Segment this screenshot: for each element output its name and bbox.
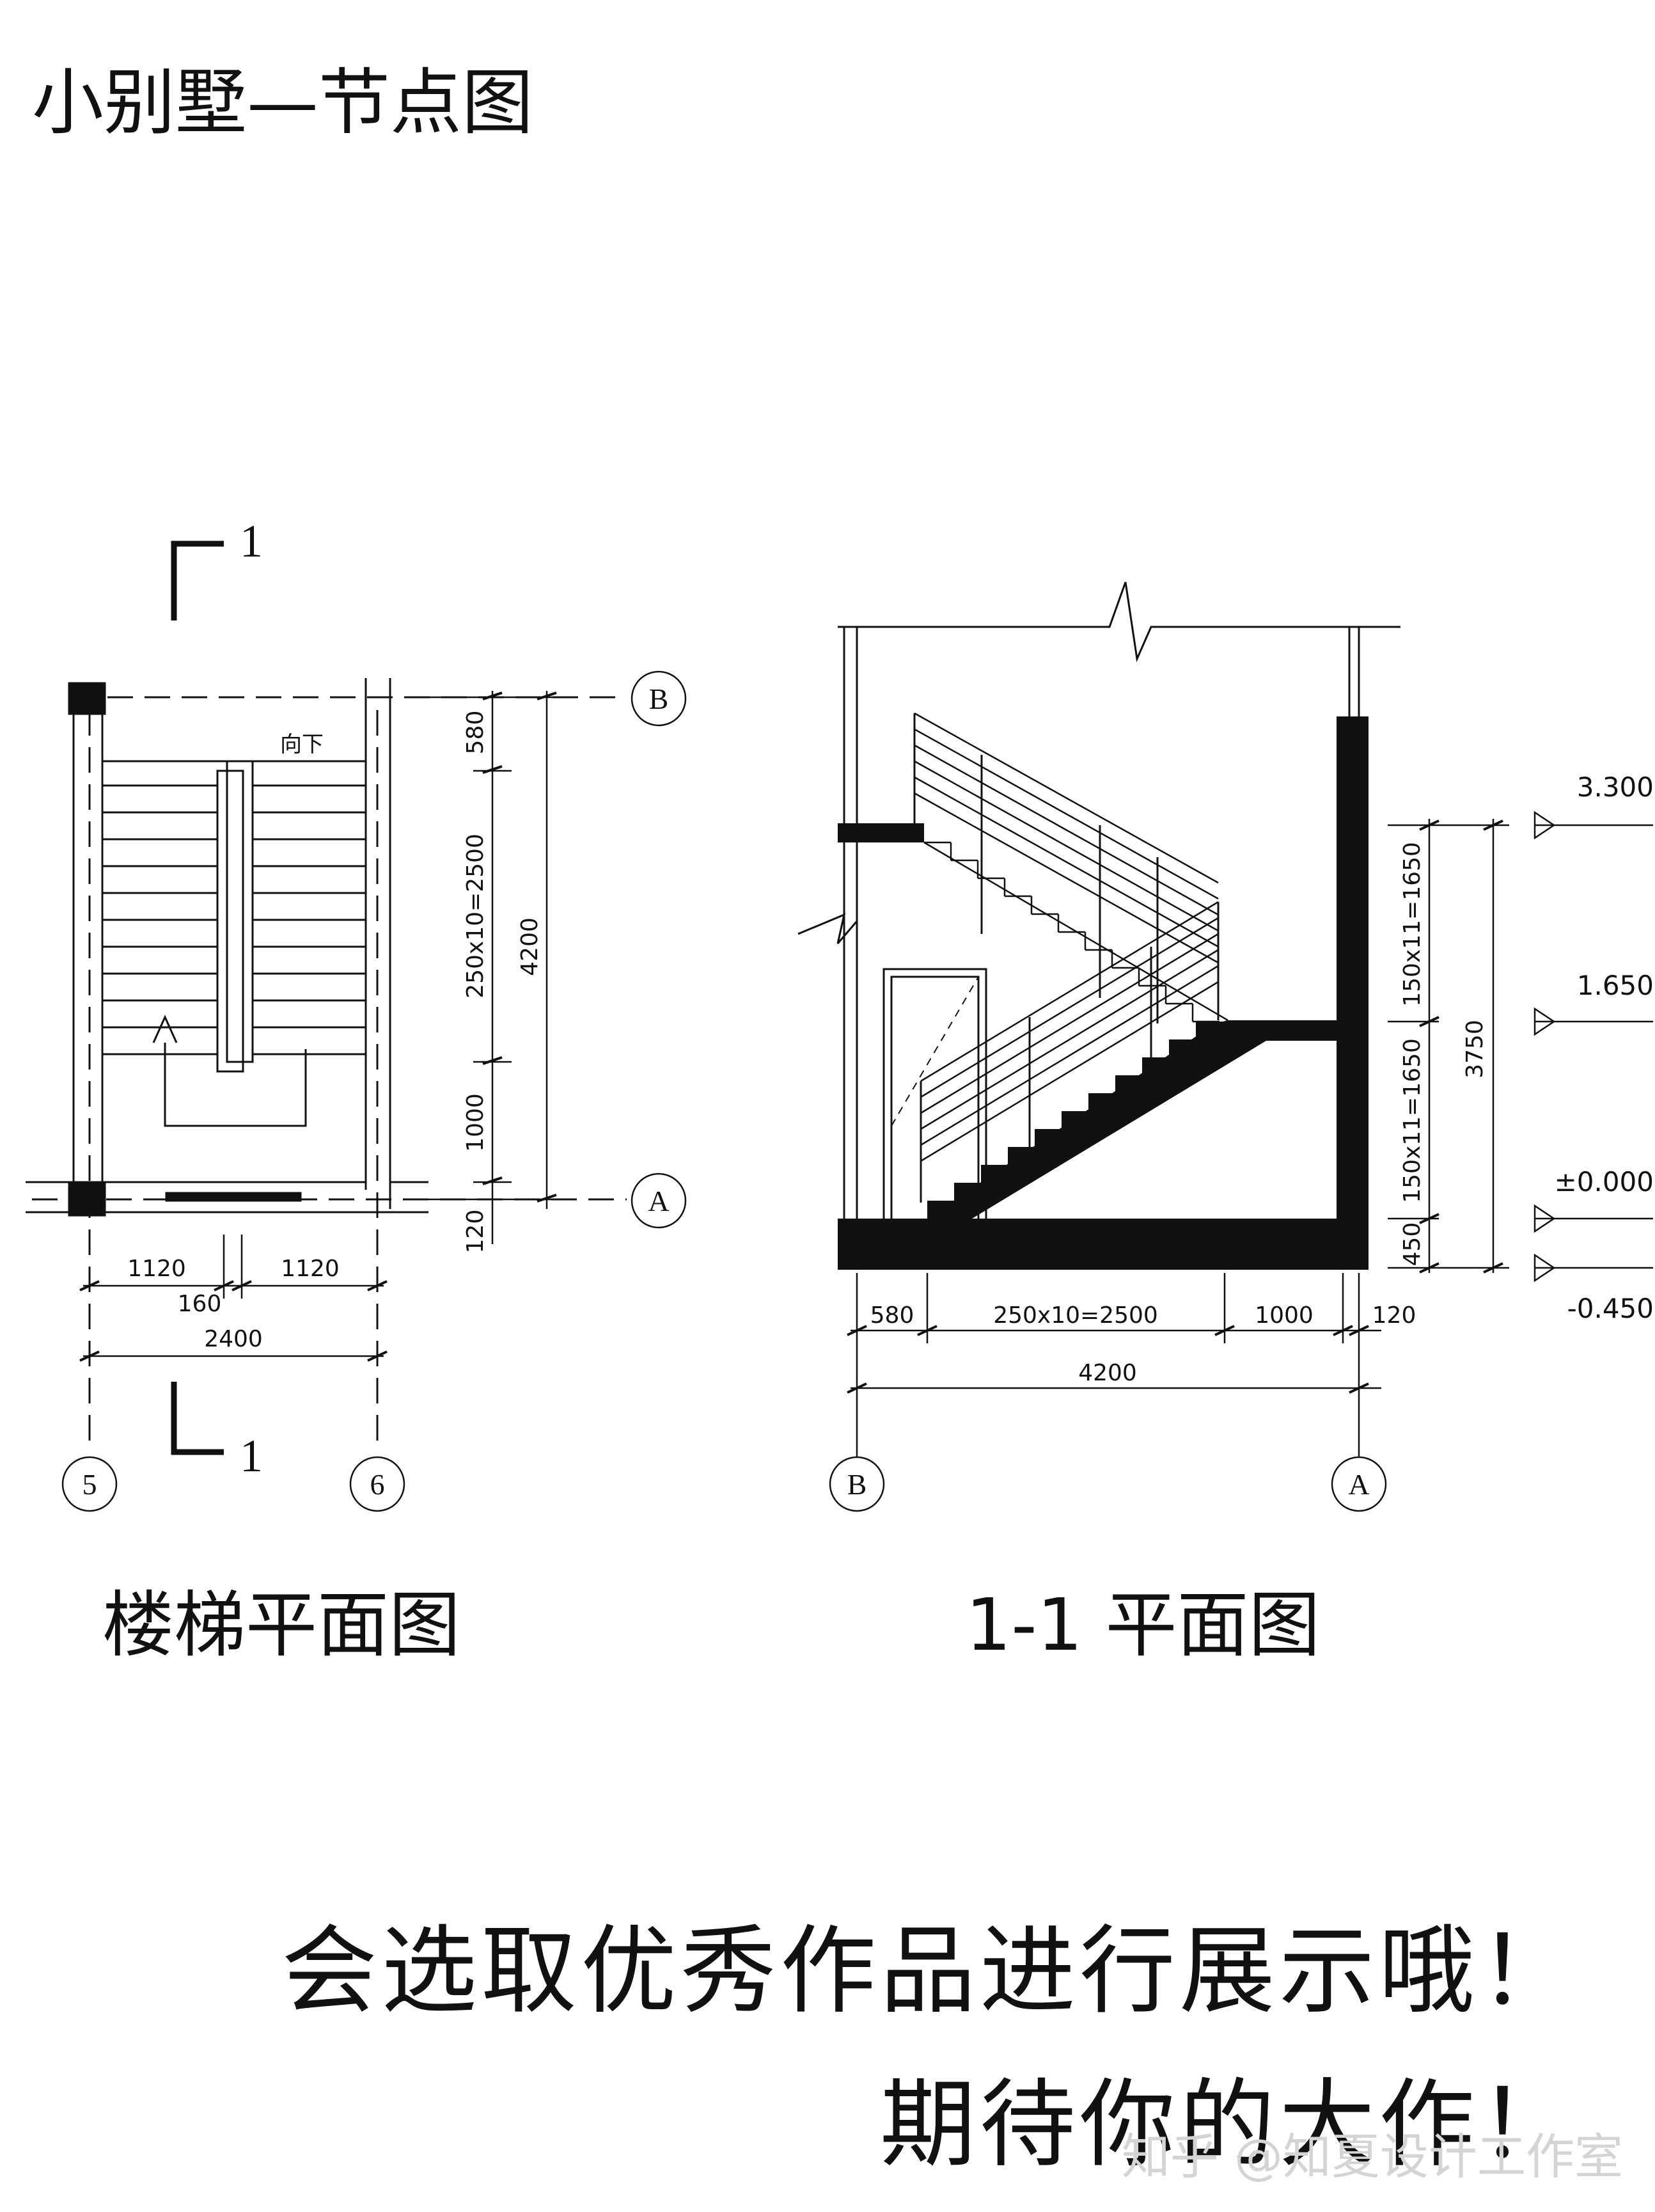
plan-vertical-dimensions bbox=[422, 691, 576, 1244]
dim-section-run: 250x10=2500 bbox=[993, 1302, 1158, 1329]
lower-step bbox=[1035, 1129, 1062, 1147]
axis-label-b: B bbox=[649, 683, 669, 715]
upper-rail bbox=[914, 728, 1219, 900]
axis-bubble-6 bbox=[349, 1456, 405, 1512]
lower-step bbox=[1115, 1075, 1142, 1093]
lower-rail bbox=[920, 917, 1219, 1098]
lower-rail bbox=[920, 949, 1219, 1130]
stair-plan bbox=[26, 541, 627, 1455]
elevation-1650: 1.650 bbox=[1577, 970, 1654, 1001]
dim-plan-overall: 4200 bbox=[517, 917, 543, 976]
stair-section bbox=[797, 581, 1400, 1223]
column-top bbox=[68, 682, 106, 715]
plan-axis-bubbles bbox=[61, 670, 687, 1512]
dim-lower-flight: 150x11=1650 bbox=[1399, 1038, 1425, 1203]
axis-label-5: 5 bbox=[82, 1468, 97, 1501]
upper-rail bbox=[914, 744, 1219, 916]
plan-horizontal-dimensions bbox=[79, 1235, 388, 1362]
lower-rail bbox=[920, 965, 1219, 1146]
lower-step bbox=[927, 1201, 954, 1219]
axis-bubble-b bbox=[631, 670, 687, 727]
dim-section-580: 580 bbox=[870, 1302, 914, 1329]
section-vertical-dimensions bbox=[1388, 819, 1509, 1274]
column-bottom bbox=[68, 1182, 106, 1217]
dim-plan-overall-h: 2400 bbox=[204, 1326, 263, 1352]
watermark: 知乎 @知夏设计工作室 bbox=[1121, 2128, 1623, 2185]
dim-plan-run: 250x10=2500 bbox=[462, 833, 489, 999]
right-wall bbox=[1337, 716, 1369, 1270]
axis-label-a: A bbox=[648, 1185, 669, 1217]
lower-step bbox=[1062, 1111, 1088, 1129]
axis-label-6: 6 bbox=[370, 1468, 385, 1501]
section-caption: 1-1 平面图 bbox=[966, 1584, 1321, 1667]
promo-line-1: 会选取优秀作品进行展示哦！ bbox=[281, 1916, 1578, 2027]
upper-rail bbox=[914, 792, 1219, 964]
elevation-minus-0450: -0.450 bbox=[1567, 1293, 1654, 1324]
section-axis-label-b: B bbox=[847, 1468, 867, 1501]
dim-section-120: 120 bbox=[1372, 1302, 1416, 1329]
section-axis-bubble-a bbox=[1331, 1456, 1387, 1512]
lower-step bbox=[1142, 1057, 1169, 1075]
dim-section-overall: 3750 bbox=[1462, 1020, 1488, 1078]
dim-base: 450 bbox=[1399, 1222, 1425, 1267]
dim-plan-right: 1120 bbox=[281, 1256, 340, 1282]
dim-section-1000: 1000 bbox=[1255, 1302, 1314, 1329]
section-mark-top: 1 bbox=[240, 516, 263, 567]
axis-bubble-5 bbox=[61, 1456, 118, 1512]
dim-upper-flight: 150x11=1650 bbox=[1399, 842, 1425, 1007]
upper-landing-slab bbox=[838, 823, 924, 842]
plan-caption: 楼梯平面图 bbox=[102, 1584, 460, 1667]
upper-flight-soffit bbox=[923, 841, 1228, 1022]
axis-bubble-a bbox=[631, 1173, 687, 1229]
section-cut-mark-top bbox=[171, 541, 224, 620]
ground-slab bbox=[838, 1219, 1369, 1270]
lower-rail bbox=[920, 933, 1219, 1114]
section-axis-bubbles bbox=[829, 1456, 1387, 1512]
upper-rail bbox=[914, 760, 1219, 932]
upper-rail bbox=[914, 712, 1219, 884]
section-axis-bubble-b bbox=[829, 1456, 885, 1512]
section-horizontal-dimensions bbox=[847, 1273, 1381, 1465]
lower-rail bbox=[920, 901, 1219, 1082]
lower-step bbox=[1088, 1093, 1115, 1111]
section-concrete bbox=[838, 716, 1369, 1270]
lower-step bbox=[954, 1183, 981, 1201]
dim-plan-left: 1120 bbox=[127, 1256, 186, 1282]
upper-flight-steps bbox=[923, 841, 1228, 1039]
promo-line-2: 期待你的大作！ bbox=[879, 2069, 1578, 2181]
direction-label: 向下 bbox=[280, 732, 324, 757]
stair-treads bbox=[102, 784, 366, 1055]
elevation-markers bbox=[1533, 810, 1653, 1283]
section-mark-bottom: 1 bbox=[240, 1430, 263, 1481]
dim-plan-gap: 160 bbox=[178, 1291, 222, 1317]
lower-step bbox=[1196, 1022, 1223, 1039]
lower-flight-steps bbox=[927, 1022, 1223, 1219]
elevation-0000: ±0.000 bbox=[1555, 1166, 1654, 1197]
lower-rail bbox=[920, 981, 1219, 1162]
page-title: 小别墅—节点图 bbox=[32, 61, 533, 145]
dim-plan-bottom: 120 bbox=[462, 1210, 489, 1254]
dim-plan-580: 580 bbox=[462, 711, 489, 755]
section-axis-label-a: A bbox=[1348, 1468, 1369, 1501]
dim-plan-landing: 1000 bbox=[462, 1093, 489, 1152]
upper-rail bbox=[914, 776, 1219, 948]
dim-section-overall-h: 4200 bbox=[1078, 1360, 1137, 1386]
elevation-3300: 3.300 bbox=[1577, 771, 1654, 803]
lower-step bbox=[1169, 1039, 1196, 1057]
lower-step bbox=[1008, 1147, 1035, 1165]
railings bbox=[913, 712, 1220, 1203]
lower-flight-slab bbox=[927, 1020, 1266, 1219]
section-cut-mark-bottom bbox=[171, 1382, 224, 1455]
lower-step bbox=[981, 1165, 1008, 1183]
